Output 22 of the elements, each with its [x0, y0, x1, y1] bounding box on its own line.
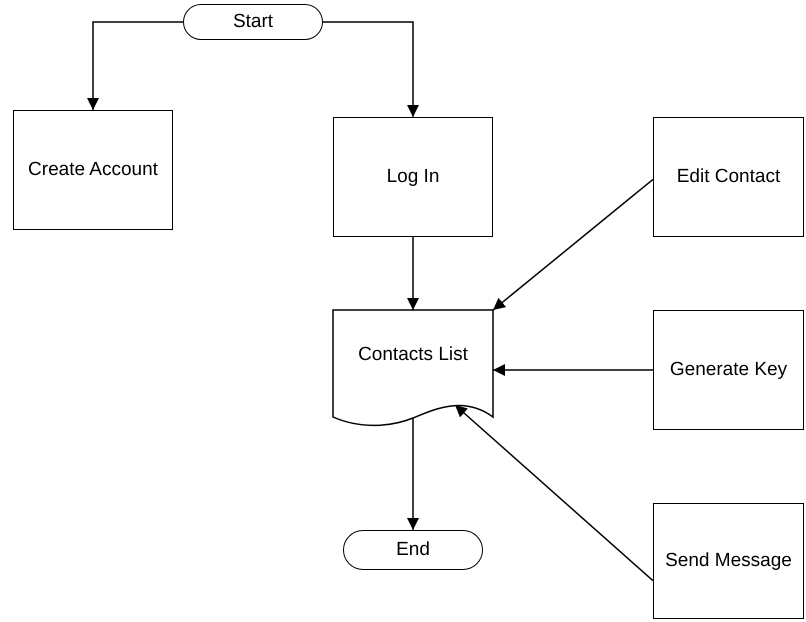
arrow — [492, 178, 654, 311]
arrow — [407, 418, 419, 530]
process-box — [653, 117, 804, 237]
arrow — [87, 21, 183, 110]
process-box — [653, 310, 804, 430]
process-box — [333, 117, 493, 237]
process-box — [653, 503, 804, 619]
node-label: Edit Contact — [676, 165, 780, 190]
arrow — [323, 21, 419, 117]
node-label: End — [396, 538, 430, 562]
end-terminator — [343, 530, 483, 570]
arrow — [407, 237, 419, 310]
node-label: Start — [232, 10, 274, 34]
start-terminator — [183, 4, 323, 40]
arrow — [454, 404, 654, 582]
node-label: Log In — [386, 165, 440, 190]
arrow — [493, 364, 653, 376]
node-label: Contacts List — [358, 343, 468, 368]
node-label: Send Message — [665, 549, 792, 574]
node-label: Create Account — [28, 158, 158, 182]
node-label: Generate Key — [670, 358, 788, 382]
process-box — [13, 110, 173, 230]
